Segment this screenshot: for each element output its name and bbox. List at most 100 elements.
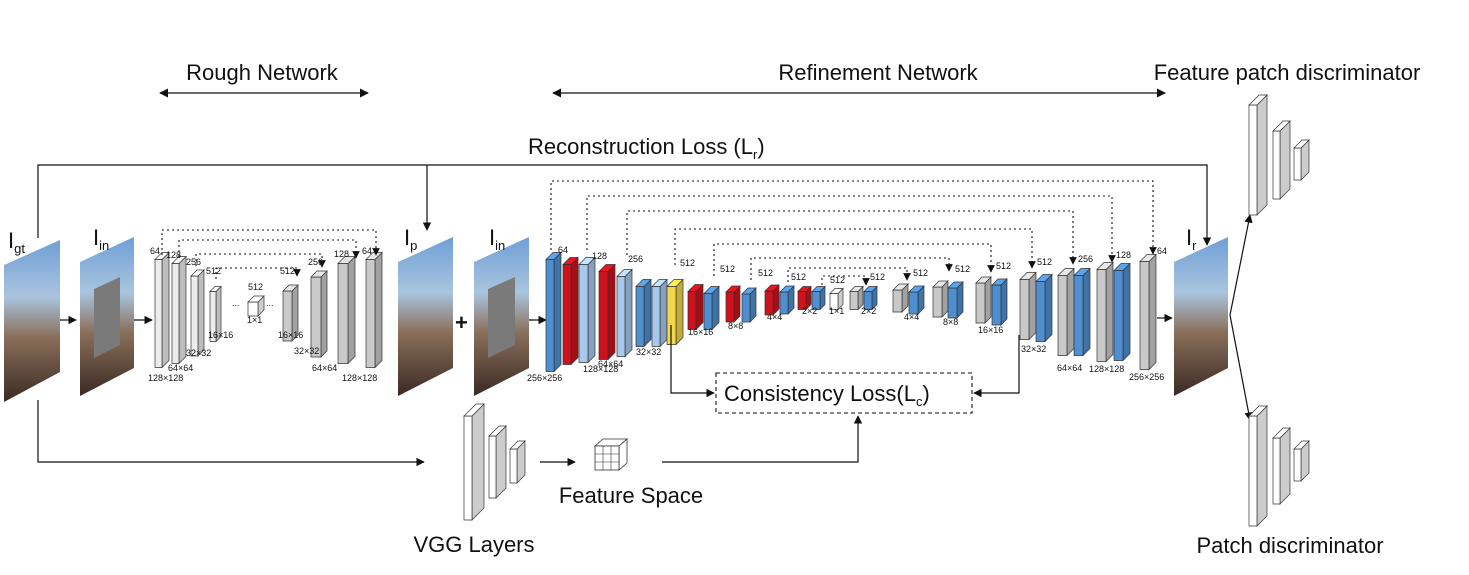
rough-layer-block [247, 295, 265, 317]
rough-layer-block [365, 251, 383, 369]
reconstruction-loss-label: Reconstruction Loss (Lr) [528, 134, 765, 162]
consistency-loss-box [715, 372, 973, 414]
rough-ch-256b: 256 [308, 257, 323, 267]
i-in-label: Iin [93, 225, 109, 253]
consistency-right-arrow [973, 335, 1020, 398]
refine-layer-block [863, 285, 878, 311]
vgg-layers-blocks [463, 403, 526, 521]
refine-c512h: 512 [955, 264, 970, 274]
image-i-gt: Igt [4, 228, 60, 402]
refine-layer-block [1113, 262, 1131, 362]
refine-layer-block [764, 284, 780, 316]
refine-r2b: 2×2 [861, 306, 876, 316]
refine-r32b: 32×32 [1021, 344, 1046, 354]
rough-layer-block [154, 251, 170, 369]
refine-layer-block [598, 263, 616, 361]
feature-space-label: Feature Space [559, 483, 703, 508]
refine-r256b: 256×256 [1129, 372, 1164, 382]
vgg-layers-label: VGG Layers [413, 532, 534, 557]
refine-r64b: 64×64 [1057, 363, 1082, 373]
refine-c128a: 128 [592, 251, 607, 261]
refine-r8b: 8×8 [943, 317, 958, 327]
refine-layer-block [545, 251, 562, 373]
refine-c64a: 64 [558, 245, 568, 255]
rough-network-blocks [154, 251, 383, 369]
refine-layer-block [908, 285, 925, 315]
refinement-network-blocks [545, 251, 1157, 373]
plus-sign: + [455, 310, 468, 335]
refine-layer-block [975, 276, 992, 324]
arrow-ir-to-patch-discriminator [1229, 314, 1253, 421]
refine-layer-block [797, 285, 812, 311]
refine-c256a: 256 [628, 254, 643, 264]
discriminator-layer-block [1293, 440, 1310, 482]
image-i-p: Ip [398, 225, 453, 396]
refine-r64a: 64×64 [598, 359, 623, 369]
rough-ch-128a: 128 [166, 250, 181, 260]
rough-res-64a: 64×64 [168, 363, 193, 373]
discriminator-layer-block [1293, 139, 1310, 181]
discriminator-layer-block [1272, 427, 1291, 505]
refine-c512i: 512 [996, 261, 1011, 271]
vgg-layer-block [463, 403, 485, 521]
rough-ch-64b: 64 [362, 246, 372, 256]
rough-res-16b: 16×16 [278, 330, 303, 340]
rough-ch-64a: 64 [150, 246, 160, 256]
refine-r16b: 16×16 [978, 325, 1003, 335]
refine-layer-block [1139, 253, 1157, 371]
image-i-r: Ir [1174, 225, 1228, 396]
refine-c512d: 512 [791, 272, 806, 282]
refine-layer-block [741, 287, 757, 323]
refine-labels: 64 128 256 512 512 512 512 512 512 512 5… [527, 245, 1167, 383]
rough-skip-connections [161, 229, 380, 279]
rough-network-title: Rough Network [186, 60, 339, 85]
i-gt-label: Igt [8, 228, 25, 256]
consistency-loss-label: Consistency Loss(Lc) [724, 381, 930, 409]
refine-layer-block [578, 256, 596, 364]
discriminator-layer-block [1272, 120, 1291, 200]
rough-labels: 64 128 256 512 512 512 256 128 64 128×12… [148, 246, 377, 383]
refine-layer-block [991, 278, 1008, 326]
refine-layer-block [1057, 267, 1075, 357]
rough-layer-block [209, 285, 222, 343]
refinement-network-title: Refinement Network [778, 60, 978, 85]
refine-layer-block [616, 268, 633, 358]
refine-layer-block [562, 256, 579, 366]
rough-res-1: 1×1 [247, 315, 262, 325]
refine-layer-block [687, 283, 704, 331]
rough-ch-512c: 512 [280, 266, 295, 276]
refine-layer-block [1096, 261, 1114, 363]
refine-layer-block [932, 280, 949, 318]
refine-c128b: 128 [1116, 250, 1131, 260]
rough-dots-left: ... [232, 298, 240, 308]
reconstruction-loss-path [37, 164, 1212, 246]
arrow-ir-to-feature-discriminator [1229, 214, 1253, 316]
rough-res-64b: 64×64 [312, 363, 337, 373]
refine-layer-block [635, 278, 652, 348]
refine-layer-block [1019, 271, 1037, 341]
patch-discriminator-label: Patch discriminator [1196, 533, 1383, 558]
refine-layer-block [666, 278, 684, 346]
refine-layer-block [779, 285, 795, 315]
refine-c512g: 512 [913, 268, 928, 278]
image-i-in-2: Iin [474, 225, 529, 396]
refine-r8a: 8×8 [728, 321, 743, 331]
refine-c512b: 512 [720, 264, 735, 274]
i-r-label: Ir [1186, 225, 1197, 253]
refine-layer-block [1073, 267, 1091, 357]
rough-layer-block [190, 269, 205, 357]
rough-layer-block [337, 255, 356, 365]
rough-res-128b: 128×128 [342, 373, 377, 383]
refine-r1: 1×1 [829, 306, 844, 316]
refine-r4b: 4×4 [904, 312, 919, 322]
refine-layer-block [892, 283, 909, 313]
rough-res-16a: 16×16 [208, 330, 233, 340]
rough-layer-block [310, 270, 328, 358]
refine-c512e: 512 [830, 275, 845, 285]
rough-dots-right: ... [266, 298, 274, 308]
rough-res-32a: 32×32 [186, 348, 211, 358]
refine-layer-block [829, 287, 844, 311]
feature-patch-discriminator-title: Feature patch discriminator [1154, 60, 1421, 85]
vgg-input-path [37, 400, 425, 467]
